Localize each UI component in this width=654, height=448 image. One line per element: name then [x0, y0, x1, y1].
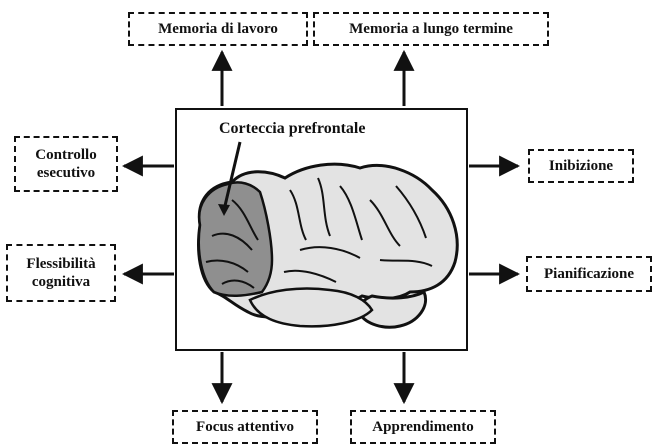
- label-apprendimento: Apprendimento: [372, 418, 473, 436]
- box-inibizione: Inibizione: [528, 149, 634, 183]
- label-memoria-a-lungo-termine: Memoria a lungo termine: [349, 20, 513, 38]
- label-focus-attentivo: Focus attentivo: [196, 418, 294, 436]
- box-focus-attentivo: Focus attentivo: [172, 410, 318, 444]
- box-memoria-di-lavoro: Memoria di lavoro: [128, 12, 308, 46]
- label-pianificazione: Pianificazione: [544, 265, 634, 283]
- label-flessibilita: Flessibilità: [26, 255, 95, 273]
- prefrontal-cortex-label: Corteccia prefrontale: [219, 120, 365, 138]
- box-pianificazione: Pianificazione: [526, 256, 652, 292]
- box-memoria-a-lungo-termine: Memoria a lungo termine: [313, 12, 549, 46]
- label-esecutivo: esecutivo: [37, 164, 95, 182]
- label-cognitiva: cognitiva: [32, 273, 90, 291]
- brain-temporal-lobe: [250, 288, 372, 326]
- box-flessibilita-cognitiva: Flessibilità cognitiva: [6, 244, 116, 302]
- box-apprendimento: Apprendimento: [350, 410, 496, 444]
- label-controllo: Controllo: [35, 146, 96, 164]
- box-controllo-esecutivo: Controllo esecutivo: [14, 136, 118, 192]
- prefrontal-region: [199, 182, 272, 295]
- label-inibizione: Inibizione: [549, 157, 613, 175]
- label-memoria-di-lavoro: Memoria di lavoro: [158, 20, 278, 38]
